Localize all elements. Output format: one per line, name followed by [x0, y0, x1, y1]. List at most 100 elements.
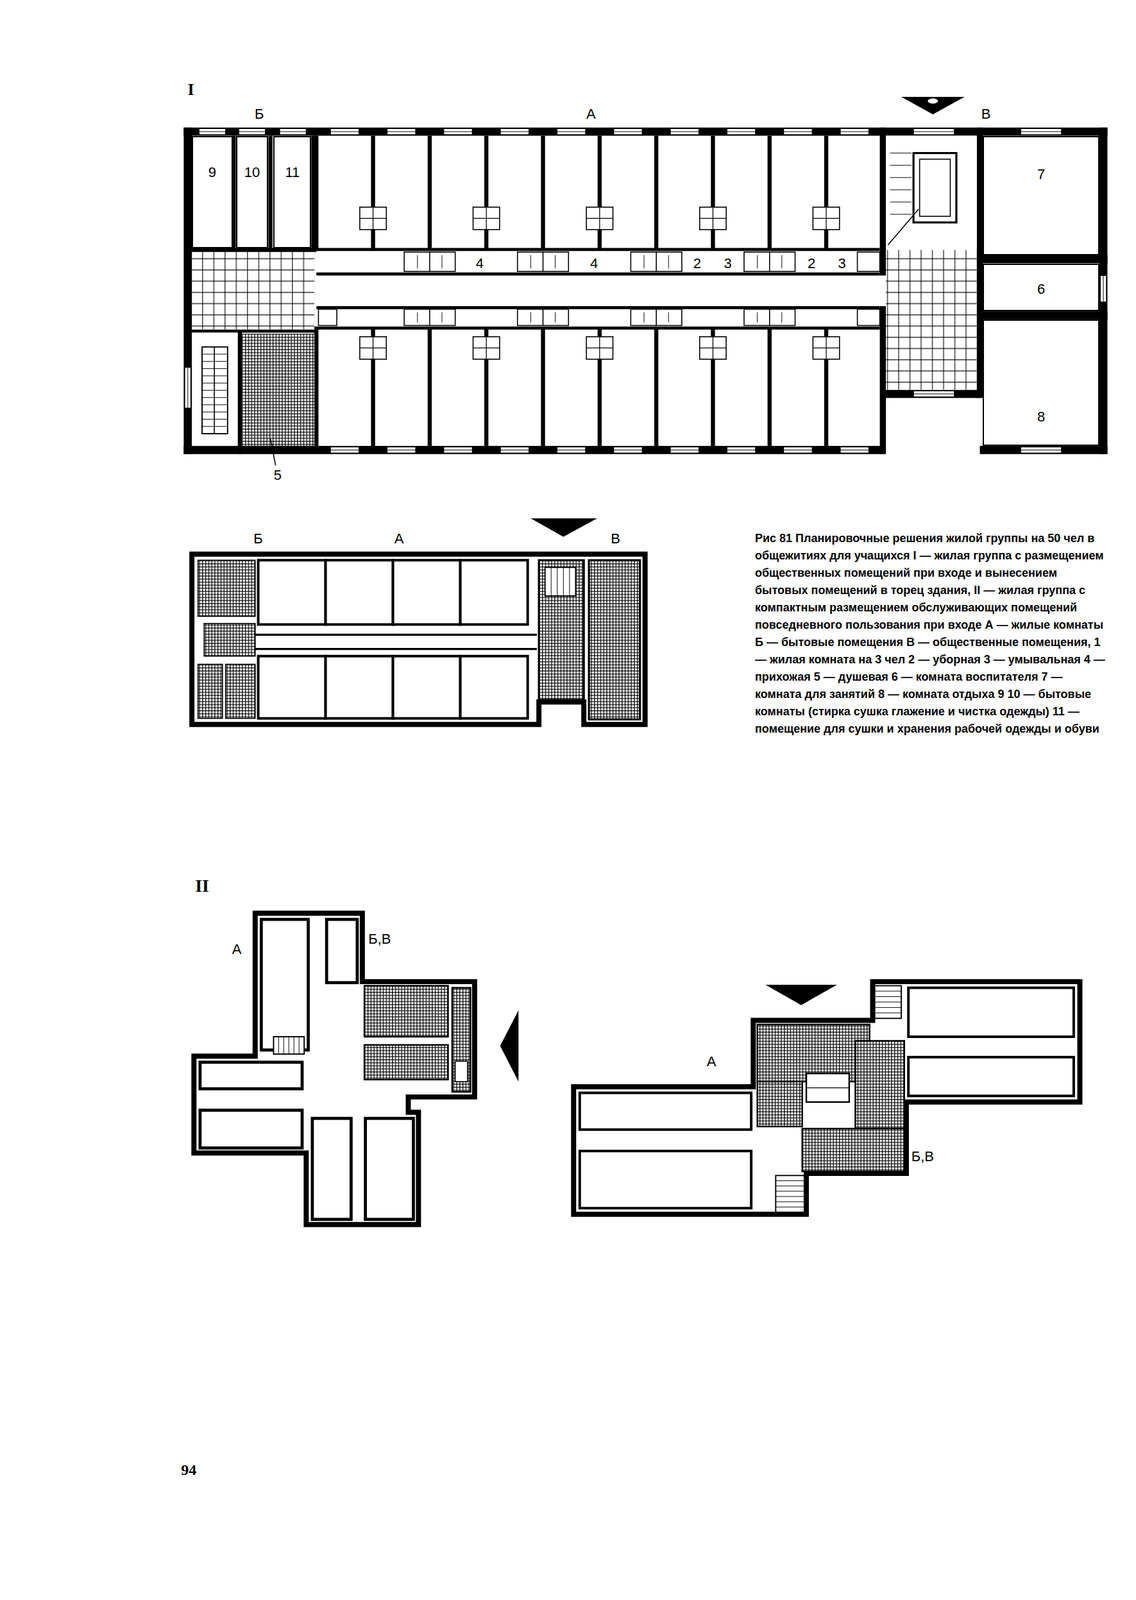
wall: [191, 248, 317, 253]
wall: [767, 135, 772, 251]
window: [1020, 447, 1062, 454]
window: [783, 128, 813, 135]
zone-letter: Б,В: [910, 1148, 936, 1165]
wall: [316, 248, 880, 252]
stair-step: [775, 1190, 805, 1192]
window: [556, 447, 586, 454]
figure-caption: Рис 81 Планировочные решения жилой групп…: [754, 529, 1110, 738]
stair-step: [775, 1185, 805, 1187]
wall: [540, 326, 545, 446]
room-block: [460, 559, 528, 625]
vestibule-unit: [744, 309, 796, 326]
window: [1020, 128, 1062, 135]
wardrobe-line: [586, 218, 613, 219]
entrance-arrow: [530, 518, 597, 537]
service-zone: [198, 663, 223, 718]
stair-core: [913, 153, 957, 223]
callout-number: 2: [806, 255, 817, 271]
wardrobe-line: [699, 218, 727, 219]
public-zone: [538, 559, 584, 700]
window: [279, 128, 306, 135]
room-block: [460, 656, 528, 719]
wall: [314, 326, 319, 446]
stair: [455, 1060, 468, 1082]
room-block: [579, 1150, 752, 1208]
wardrobe: [586, 336, 613, 360]
wall: [880, 135, 885, 251]
room-block: [312, 1118, 351, 1219]
wall: [980, 311, 1108, 320]
wall: [268, 135, 272, 251]
room-number: 10: [243, 164, 262, 181]
room-number: 8: [1035, 409, 1047, 425]
corridor-line: [255, 633, 537, 636]
wall: [183, 127, 1108, 136]
room: 8: [982, 319, 1099, 446]
room-block: [200, 1062, 303, 1089]
zone-letter: Б: [252, 531, 264, 547]
zone-letter: Б: [253, 106, 265, 122]
arrow-dot: [927, 98, 938, 104]
fixture: [530, 255, 532, 269]
room: 10: [236, 135, 269, 249]
stair-step: [890, 189, 912, 190]
window-pane: [556, 449, 586, 451]
zone-letter: А: [584, 106, 598, 122]
window-pane: [238, 131, 265, 133]
vestibule-unit: [404, 309, 456, 326]
window-pane: [330, 449, 360, 451]
wall: [427, 135, 432, 251]
vestibule-unit: [404, 252, 456, 272]
stair-step: [293, 1036, 295, 1054]
fixture: [554, 255, 556, 269]
wardrobe: [586, 207, 613, 230]
wardrobe-line: [586, 347, 613, 349]
service-zone: [203, 623, 256, 657]
room: 6: [982, 263, 1099, 312]
stair-step: [775, 1206, 805, 1208]
wall: [1099, 127, 1108, 455]
callout-number: 3: [837, 255, 848, 271]
wardrobe-line: [359, 218, 387, 219]
wall: [597, 135, 602, 251]
service-zone: [757, 1081, 803, 1127]
window: [913, 128, 955, 135]
stair-step: [874, 1012, 902, 1013]
window: [443, 447, 473, 454]
zone-letter: В: [980, 106, 993, 122]
stair-step: [874, 1001, 902, 1002]
wall: [427, 326, 432, 446]
wall: [191, 329, 317, 333]
window: [198, 128, 226, 135]
window-pane: [279, 131, 306, 133]
service-zone: [364, 985, 448, 1037]
fixture: [644, 255, 645, 269]
window-pane: [670, 131, 700, 133]
fixture: [644, 312, 645, 323]
window-pane: [783, 449, 813, 451]
wall: [540, 135, 545, 251]
zone-letter: А: [393, 531, 406, 547]
vestibule-unit: [744, 252, 796, 272]
room-block: [261, 919, 308, 1051]
room-number: 11: [283, 164, 301, 181]
partition: [655, 252, 657, 272]
room-block: [258, 656, 326, 719]
stair-line: [887, 209, 919, 246]
tiled-hall: [191, 252, 315, 330]
fixture: [756, 312, 758, 323]
wardrobe-line: [699, 347, 727, 349]
window-pane: [500, 449, 530, 451]
room-block: [393, 559, 461, 625]
vestibule-unit: [857, 252, 881, 272]
partition: [769, 309, 771, 326]
window-pane: [913, 393, 955, 394]
corridor-line: [255, 647, 537, 650]
wardrobe: [359, 207, 387, 230]
window-pane: [1020, 449, 1062, 451]
window: [840, 128, 870, 135]
wall: [710, 135, 715, 251]
fixture: [781, 312, 782, 323]
window: [613, 128, 643, 135]
zone-letter: А: [705, 1053, 718, 1070]
